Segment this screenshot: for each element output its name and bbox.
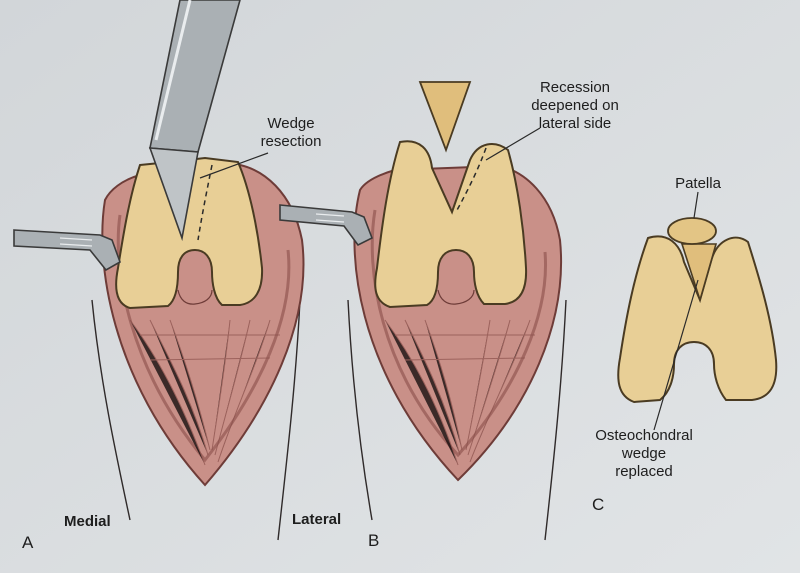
callout-osteo-line-1: Osteochondral	[595, 427, 693, 444]
scalpel-icon	[148, 0, 241, 242]
callout-line-wedge	[199, 152, 269, 179]
panel-letter-a: A	[22, 533, 34, 552]
cruciate-b	[437, 289, 475, 305]
callout-line-osteochondral	[653, 279, 699, 431]
callout-osteo-line-3: replaced	[615, 463, 673, 480]
callout-wedge-line-1: Wedge	[267, 115, 314, 132]
cruciate-a	[177, 289, 213, 305]
retractor-icon	[279, 204, 374, 247]
callout-wedge-line-2: resection	[261, 133, 322, 150]
femur-c	[617, 235, 778, 404]
patella	[667, 217, 717, 245]
callout-recession-line-2: deepened on	[531, 97, 619, 114]
muscle-fibers-a	[129, 319, 280, 466]
panel-letter-b: B	[368, 531, 379, 550]
panel-b: Recession deepened on lateral side Later…	[279, 79, 619, 550]
callout-recession-line-3: lateral side	[539, 115, 612, 132]
wedge-cut-line	[197, 164, 213, 241]
skin-outline-a	[91, 299, 301, 541]
side-label-medial: Medial	[64, 513, 111, 530]
side-label-lateral: Lateral	[292, 511, 341, 528]
callout-line-recession	[485, 127, 541, 161]
panel-letter-c: C	[592, 495, 604, 514]
skin-outline-b	[347, 299, 567, 541]
callout-recession-line-1: Recession	[540, 79, 610, 96]
femur-b	[374, 140, 528, 309]
muscle-fibers-b	[384, 319, 535, 466]
callout-osteo-line-2: wedge	[621, 445, 666, 462]
femur-a	[115, 156, 264, 310]
retractor-icon	[13, 229, 121, 272]
panel-c: Patella Osteochondral wedge replaced C	[592, 175, 778, 514]
callout-line-patella	[693, 191, 699, 219]
panel-a: Wedge resection Medial A	[13, 0, 322, 552]
label-patella: Patella	[675, 175, 722, 192]
removed-wedge	[418, 81, 472, 153]
recession-cut-line	[455, 147, 487, 213]
